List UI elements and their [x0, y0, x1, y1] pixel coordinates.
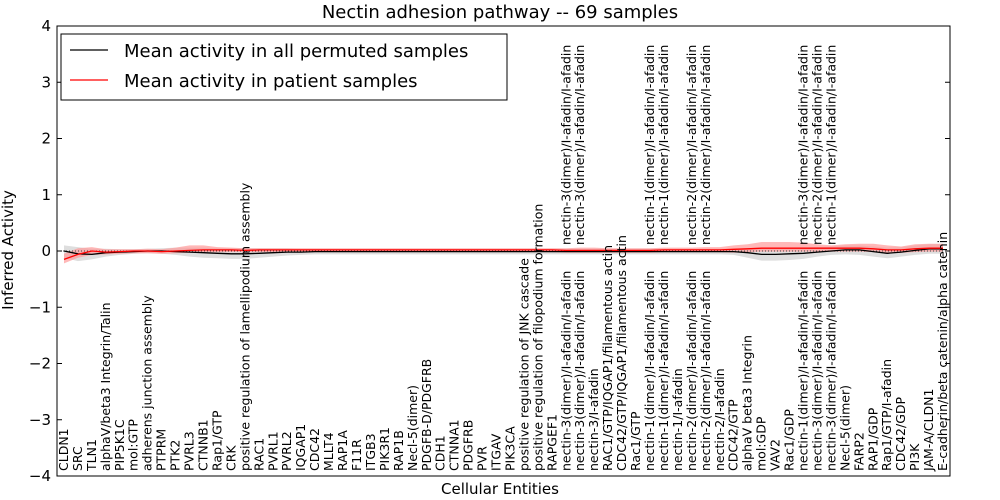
x-category-label: nectin-1(dimer)/I-afadin/I-afadin	[796, 271, 811, 471]
x-axis-label: Cellular Entities	[441, 480, 559, 498]
x-category-label: Necl-5(dimer)	[837, 385, 852, 471]
x-category-label: ITGB3	[363, 433, 378, 471]
top-category-label: nectin-2(dimer)/I-afadin/I-afadin	[684, 45, 699, 245]
x-category-label: CTNNB1	[196, 419, 211, 471]
x-category-label: RAPGEF1	[544, 414, 559, 471]
x-category-label: positive regulation of filopodium format…	[530, 204, 545, 471]
band-series-1	[64, 242, 943, 264]
x-category-label: PVRL3	[182, 431, 197, 471]
top-category-label: nectin-1(dimer)/I-afadin/I-afadin	[656, 45, 671, 245]
line-series-0	[63, 248, 943, 256]
series-lines	[63, 247, 943, 261]
x-category-label: Rac1/GTP	[628, 411, 643, 471]
x-category-label: FARP2	[851, 432, 866, 471]
x-category-label: nectin-3/I-afadin	[586, 368, 601, 471]
confidence-bands	[64, 242, 943, 264]
top-category-label: nectin-1(dimer)/I-afadin/I-afadin	[642, 45, 657, 245]
x-category-label: CDH1	[433, 435, 448, 471]
x-category-label: CRK	[223, 445, 238, 471]
x-category-label: nectin-3(dimer)/I-afadin/I-afadin	[809, 271, 824, 471]
x-category-label: ITGAV	[489, 433, 504, 471]
x-category-label: nectin-1(dimer)/I-afadin/I-afadin	[656, 271, 671, 471]
x-category-label: alphaV/beta3 Integrin/Talin	[98, 303, 113, 472]
x-category-label: CDC42/GTP	[726, 399, 741, 471]
x-category-label: CTNNA1	[447, 419, 462, 471]
top-category-label: nectin-3(dimer)/I-afadin/I-afadin	[572, 45, 587, 245]
x-category-label: positive regulation of lamellipodium ass…	[237, 182, 252, 471]
x-category-label: nectin-3(dimer)/I-afadin/I-afadin	[572, 271, 587, 471]
x-category-label: Rap1/GTP	[210, 410, 225, 471]
y-tick-label: −2	[29, 355, 51, 373]
x-category-label: CDC42/GDP	[893, 396, 908, 471]
x-category-label: mol:GTP	[126, 419, 141, 471]
x-category-label: RAP1/GDP	[865, 407, 880, 471]
x-category-label: adherens junction assembly	[140, 295, 155, 471]
top-category-label: nectin-2(dimer)/I-afadin/I-afadin	[809, 45, 824, 245]
x-category-label: Necl-5(dimer)	[405, 385, 420, 471]
x-category-label: TLN1	[84, 439, 99, 472]
y-tick-label: −3	[29, 411, 51, 429]
x-category-label: mol:GDP	[754, 416, 769, 471]
x-category-label: F11R	[349, 439, 364, 471]
x-category-label: nectin-2(dimer)/I-afadin/I-afadin	[698, 271, 713, 471]
y-tick-label: 2	[41, 130, 51, 148]
top-category-label: nectin-2(dimer)/I-afadin/I-afadin	[698, 45, 713, 245]
x-category-label: PI3K	[907, 443, 922, 471]
x-category-label: alphaV beta3 Integrin	[740, 335, 755, 471]
top-category-label: nectin-3(dimer)/I-afadin/I-afadin	[796, 45, 811, 245]
x-category-label: CDC42/GTP/IQGAP1/filamentous actin	[614, 235, 629, 471]
x-category-label: PIK3CA	[503, 426, 518, 471]
y-tick-label: 3	[41, 73, 51, 91]
x-category-label: nectin-2/I-afadin	[712, 368, 727, 471]
top-category-label: nectin-1(dimer)/I-afadin/I-afadin	[823, 45, 838, 245]
chart-title: Nectin adhesion pathway -- 69 samples	[322, 2, 678, 23]
x-category-label: PDGFB-D/PDGFRB	[419, 359, 434, 471]
x-category-label: IQGAP1	[293, 424, 308, 471]
legend-box	[60, 33, 508, 101]
x-category-label: MLLT4	[321, 432, 336, 471]
x-category-label: CLDN1	[56, 428, 71, 471]
x-category-label: nectin-1(dimer)/I-afadin/I-afadin	[642, 271, 657, 471]
x-category-label: PVR	[475, 446, 490, 471]
legend-label-permuted: Mean activity in all permuted samples	[124, 41, 468, 62]
x-category-label: PTK2	[168, 440, 183, 471]
y-axis-ticks: −4 −3 −2 −1 0 1 2 3 4	[29, 17, 950, 485]
x-category-label: E-cadherin/beta catenin/alpha catenin	[935, 232, 950, 471]
x-category-label: nectin-3(dimer)/I-afadin/I-afadin	[558, 271, 573, 471]
x-category-label: nectin-2(dimer)/I-afadin/I-afadin	[684, 271, 699, 471]
x-category-label: nectin-1/I-afadin	[670, 368, 685, 471]
y-tick-label: 0	[41, 242, 51, 260]
x-category-label: RAP1B	[391, 430, 406, 471]
x-category-label: positive regulation of JNK cascade	[516, 258, 531, 471]
x-category-label: JAM-A/CLDN1	[921, 389, 936, 472]
y-tick-label: −4	[29, 467, 51, 485]
x-category-label: CDC42	[307, 428, 322, 471]
y-axis-label: Inferred Activity	[0, 190, 17, 310]
x-category-label: RAC1	[251, 438, 266, 471]
line-series-1	[63, 247, 943, 261]
y-tick-label: 4	[41, 17, 51, 35]
x-category-label: RAP1A	[335, 430, 350, 471]
x-category-label: Rac1/GDP	[782, 409, 797, 471]
x-category-label: Rap1/GTP/I-afadin	[879, 359, 894, 471]
x-category-label: VAV2	[768, 439, 783, 471]
x-category-label: PVRL1	[265, 431, 280, 471]
x-category-label: nectin-3(dimer)/I-afadin/I-afadin	[823, 271, 838, 471]
legend: Mean activity in all permuted samples Me…	[60, 33, 508, 101]
x-category-label: RAC1/GTP/IQGAP1/filamentous actin	[600, 245, 615, 471]
x-category-label: PTPRM	[154, 429, 169, 471]
x-category-label: PIK3R1	[377, 427, 392, 471]
x-category-label: PDGFRB	[461, 420, 476, 471]
top-category-label: nectin-3(dimer)/I-afadin/I-afadin	[558, 45, 573, 245]
x-category-label: PIP5K1C	[112, 419, 127, 471]
x-category-label: SRC	[70, 446, 85, 471]
y-tick-label: 1	[41, 186, 51, 204]
top-category-labels: nectin-3(dimer)/I-afadin/I-afadinnectin-…	[558, 45, 838, 245]
x-category-label: PVRL2	[279, 431, 294, 471]
legend-label-patient: Mean activity in patient samples	[124, 71, 418, 92]
y-tick-label: −1	[29, 298, 51, 316]
